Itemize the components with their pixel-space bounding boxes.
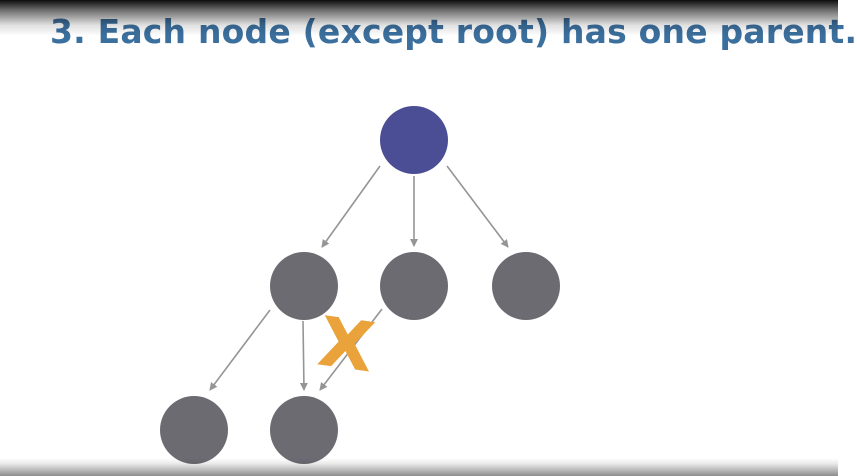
- grandchild-node-2: [270, 396, 338, 464]
- edge-child-2-grandchild-2-invalid: [319, 308, 383, 391]
- edge-root-child-3: [446, 165, 509, 248]
- tree-diagram: [160, 106, 560, 464]
- child-node-2: [380, 252, 448, 320]
- top-shadow: [0, 0, 838, 36]
- grandchild-node-1: [160, 396, 228, 464]
- edge-root-child-1: [321, 165, 381, 248]
- edge-child-1-grandchild-2: [299, 320, 308, 391]
- invalid-parent-x-mark: X: [313, 302, 380, 389]
- bottom-shadow: [0, 458, 838, 476]
- child-node-3: [492, 252, 560, 320]
- child-node-1: [270, 252, 338, 320]
- edge-child-1-grandchild-1: [209, 309, 271, 391]
- root-node: [380, 106, 448, 174]
